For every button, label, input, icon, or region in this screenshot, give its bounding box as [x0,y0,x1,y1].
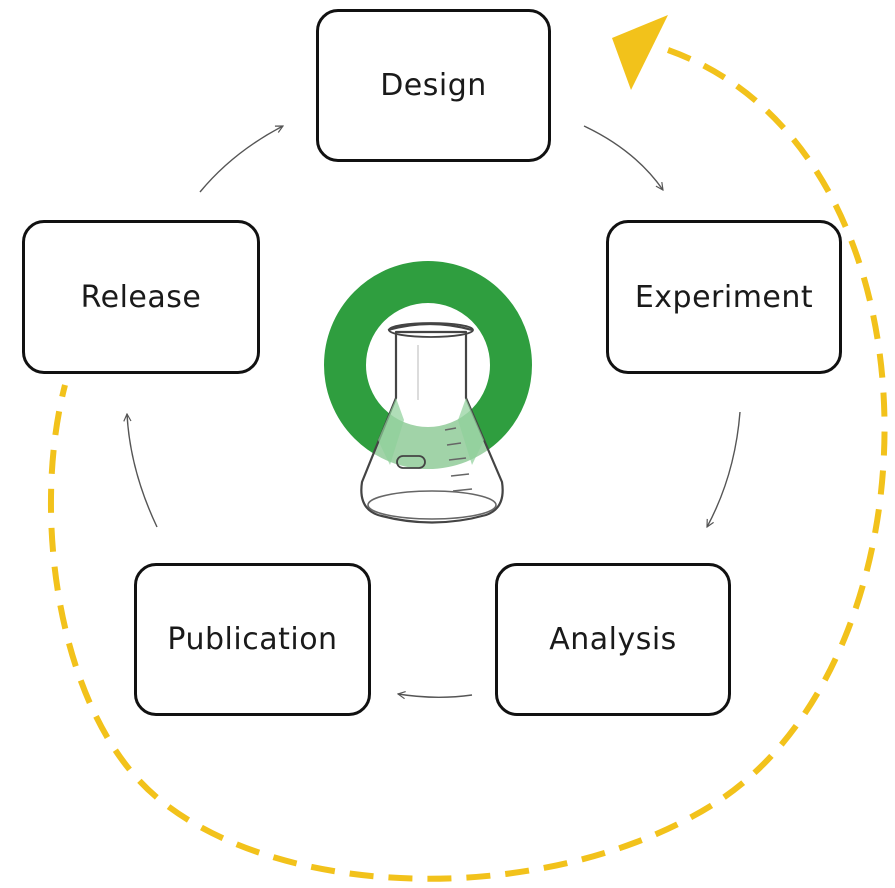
arrow-publication-to-release [127,414,158,528]
stage-label-design: Design [380,68,487,103]
stage-box-publication: Publication [134,563,371,716]
outer-cycle-arrowhead-icon [612,15,668,90]
stage-box-release: Release [22,220,260,374]
flask-rim [387,322,473,332]
arrow-analysis-to-publication [398,694,473,697]
stage-label-experiment: Experiment [634,279,814,315]
outer-cycle-dashed-arrow [47,47,888,882]
stage-label-publication: Publication [167,622,338,657]
arrow-design-to-experiment [583,125,663,190]
stage-box-design: Design [316,9,551,162]
flask-icon [324,261,532,524]
stage-box-experiment: Experiment [606,220,842,374]
stage-label-analysis: Analysis [549,622,677,657]
arrow-release-to-design [199,125,283,193]
stage-label-release: Release [80,279,202,315]
arrow-experiment-to-analysis [707,411,741,527]
stage-box-analysis: Analysis [495,563,731,716]
